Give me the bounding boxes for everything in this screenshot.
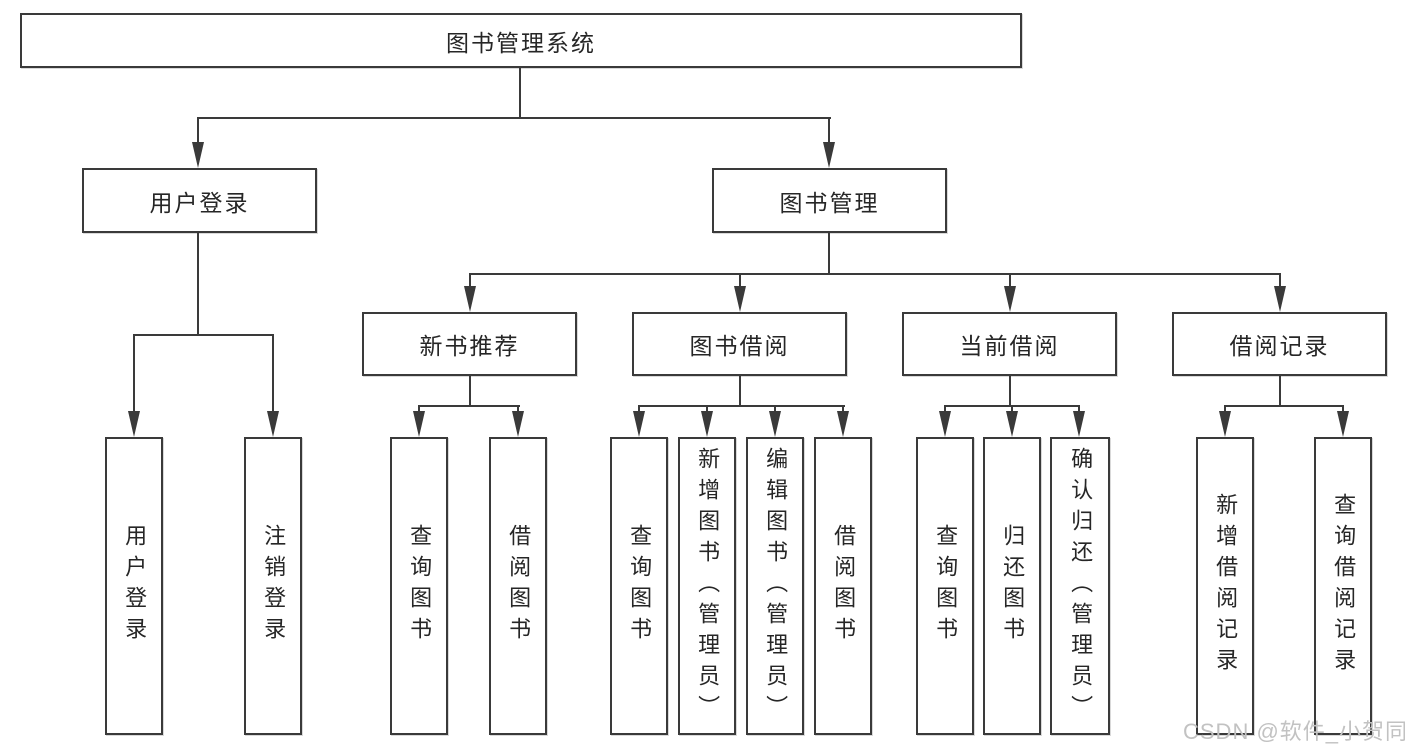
arrowhead bbox=[823, 142, 835, 168]
leaf-query-record: 查询借阅记录 bbox=[1314, 437, 1372, 735]
connector-group-stem bbox=[469, 376, 471, 407]
leaf-user-login: 用户登录 bbox=[105, 437, 163, 735]
node-book-borrow-label: 图书借阅 bbox=[689, 333, 790, 359]
connector-group-bus bbox=[1224, 405, 1344, 407]
leaf-confirm-return-label: 确认归还（管理员） bbox=[1068, 446, 1094, 726]
connector-root-stem bbox=[519, 68, 521, 118]
leaf-edit-book-label: 编辑图书（管理员） bbox=[763, 446, 789, 726]
connector-l3-bus bbox=[469, 273, 1281, 275]
leaf-borrow-book-b: 借阅图书 bbox=[814, 437, 872, 735]
leaf-borrow-book-b-label: 借阅图书 bbox=[831, 524, 857, 648]
arrowhead bbox=[1004, 286, 1016, 312]
leaf-logout: 注销登录 bbox=[244, 437, 302, 735]
node-current-borrow-label: 当前借阅 bbox=[959, 333, 1060, 359]
leaf-query-book-c-label: 查询图书 bbox=[933, 524, 959, 648]
connector-l2-bus bbox=[197, 117, 831, 119]
leaf-query-record-label: 查询借阅记录 bbox=[1331, 493, 1357, 679]
arrowhead bbox=[192, 142, 204, 168]
node-borrow-record-label: 借阅记录 bbox=[1229, 333, 1330, 359]
leaf-query-book-b: 查询图书 bbox=[610, 437, 668, 735]
connector-group-bus bbox=[638, 405, 845, 407]
arrowhead bbox=[267, 411, 279, 437]
arrowhead bbox=[734, 286, 746, 312]
leaf-borrow-book-a: 借阅图书 bbox=[489, 437, 547, 735]
connector-leaf-stem bbox=[272, 334, 274, 412]
leaf-edit-book: 编辑图书（管理员） bbox=[746, 437, 804, 735]
node-new-book-rec-label: 新书推荐 bbox=[419, 333, 520, 359]
arrowhead bbox=[128, 411, 140, 437]
node-current-borrow: 当前借阅 bbox=[902, 312, 1117, 376]
arrowhead bbox=[1006, 411, 1018, 437]
leaf-query-book-a: 查询图书 bbox=[390, 437, 448, 735]
connector-group-bus bbox=[418, 405, 520, 407]
connector-l3-stem bbox=[469, 273, 471, 295]
leaf-user-login-label: 用户登录 bbox=[122, 524, 148, 648]
node-book-mgmt: 图书管理 bbox=[712, 168, 947, 233]
connector-leaf-stem bbox=[133, 334, 135, 412]
leaf-add-book-label: 新增图书（管理员） bbox=[695, 446, 721, 726]
node-root: 图书管理系统 bbox=[20, 13, 1022, 68]
arrowhead bbox=[1274, 286, 1286, 312]
arrowhead bbox=[1073, 411, 1085, 437]
arrowhead bbox=[837, 411, 849, 437]
arrowhead bbox=[413, 411, 425, 437]
leaf-query-book-b-label: 查询图书 bbox=[627, 524, 653, 648]
connector-l2-left bbox=[197, 117, 199, 147]
leaf-logout-label: 注销登录 bbox=[261, 524, 287, 648]
watermark: CSDN @软件_小贺同学 bbox=[1183, 719, 1405, 744]
node-user-login-label: 用户登录 bbox=[149, 189, 250, 216]
connector-l3-stem bbox=[1279, 273, 1281, 295]
connector-l3-stem bbox=[739, 273, 741, 295]
connector-bookmgmt-stem bbox=[828, 233, 830, 275]
arrowhead bbox=[939, 411, 951, 437]
arrowhead bbox=[701, 411, 713, 437]
leaf-query-book-c: 查询图书 bbox=[916, 437, 974, 735]
leaf-add-book: 新增图书（管理员） bbox=[678, 437, 736, 735]
arrowhead bbox=[1337, 411, 1349, 437]
connector-userlogin-stem bbox=[197, 233, 199, 335]
connector-l3-stem bbox=[1009, 273, 1011, 295]
arrowhead bbox=[464, 286, 476, 312]
node-user-login: 用户登录 bbox=[82, 168, 317, 233]
leaf-query-book-a-label: 查询图书 bbox=[407, 524, 433, 648]
node-borrow-record: 借阅记录 bbox=[1172, 312, 1387, 376]
connector-userlogin-bus bbox=[133, 334, 274, 336]
leaf-return-book: 归还图书 bbox=[983, 437, 1041, 735]
node-book-borrow: 图书借阅 bbox=[632, 312, 847, 376]
node-book-mgmt-label: 图书管理 bbox=[779, 189, 880, 216]
arrowhead bbox=[1219, 411, 1231, 437]
leaf-confirm-return: 确认归还（管理员） bbox=[1050, 437, 1110, 735]
arrowhead bbox=[512, 411, 524, 437]
connector-l2-right bbox=[828, 117, 830, 147]
connector-group-stem bbox=[739, 376, 741, 407]
connector-group-stem bbox=[1279, 376, 1281, 407]
arrowhead bbox=[633, 411, 645, 437]
connector-group-stem bbox=[1009, 376, 1011, 407]
arrowhead bbox=[769, 411, 781, 437]
leaf-return-book-label: 归还图书 bbox=[1000, 524, 1026, 648]
leaf-add-record: 新增借阅记录 bbox=[1196, 437, 1254, 735]
node-new-book-rec: 新书推荐 bbox=[362, 312, 577, 376]
node-root-label: 图书管理系统 bbox=[446, 29, 596, 56]
leaf-borrow-book-a-label: 借阅图书 bbox=[506, 524, 532, 648]
leaf-add-record-label: 新增借阅记录 bbox=[1213, 493, 1239, 679]
